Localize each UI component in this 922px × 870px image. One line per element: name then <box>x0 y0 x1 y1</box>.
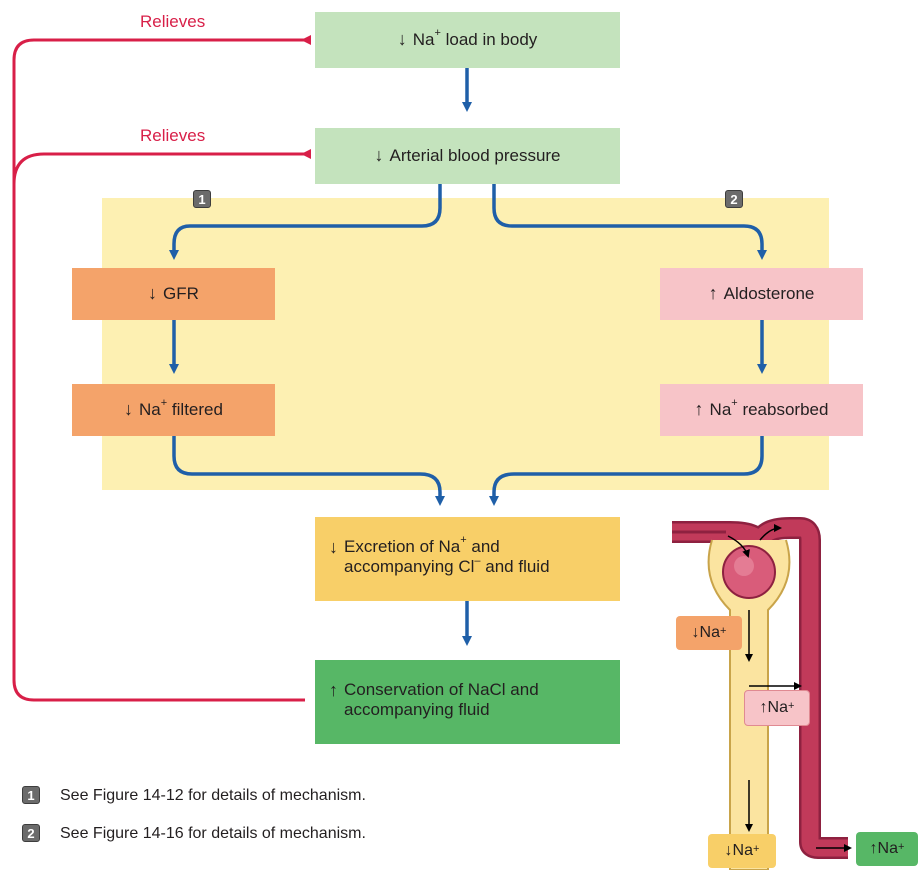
relieves-loop-inner <box>12 149 311 185</box>
na-filtered-box: ↓ Na+ filtered <box>72 384 275 436</box>
arrow-bp-to-gfr <box>169 184 442 260</box>
na-load-box: ↓ Na+ load in body <box>315 12 620 68</box>
arterial-bp-box: ↓ Arterial blood pressure <box>315 128 620 184</box>
nephron-tag-excreted: ↓Na+ <box>708 834 776 868</box>
na-reabsorbed-box: ↑ Na+ reabsorbed <box>660 384 863 436</box>
decrease-arrow-icon: ↓ <box>124 399 134 420</box>
aldosterone-text: Aldosterone <box>723 283 815 303</box>
na-load-text: Na+ load in body <box>412 27 538 49</box>
decrease-arrow-icon: ↓ <box>397 29 407 50</box>
na-reabsorbed-text: Na+ reabsorbed <box>709 397 829 419</box>
arterial-bp-text: Arterial blood pressure <box>389 145 561 165</box>
increase-arrow-icon: ↑ <box>708 283 718 304</box>
relieves-label-top: Relieves <box>140 12 206 31</box>
decrease-arrow-icon: ↓ <box>329 537 338 557</box>
excretion-text: Excretion of Na+ and accompanying Cl– an… <box>344 534 550 577</box>
aldosterone-box: ↑ Aldosterone <box>660 268 863 320</box>
footnote-1: See Figure 14-12 for details of mechanis… <box>60 787 366 804</box>
decrease-arrow-icon: ↓ <box>148 283 158 304</box>
nephron-tag-blood: ↑Na+ <box>856 832 918 866</box>
nephron-tag-reabsorbed: ↑Na+ <box>744 690 810 726</box>
mechanism-badge-1: 1 <box>193 190 211 208</box>
relieves-label-bottom: Relieves <box>140 126 206 145</box>
increase-arrow-icon: ↑ <box>694 399 704 420</box>
na-filtered-text: Na+ filtered <box>139 397 223 419</box>
gfr-text: GFR <box>163 283 199 303</box>
footnote-badge-1: 1 <box>22 786 40 804</box>
nephron-tag-filtered: ↓Na+ <box>676 616 742 650</box>
arrow-bp-to-aldosterone <box>492 184 767 260</box>
mechanism-panel <box>102 198 829 490</box>
arrow-reabsorbed-to-excretion <box>489 436 764 506</box>
increase-arrow-icon: ↑ <box>329 680 338 700</box>
footnote-2: See Figure 14-16 for details of mechanis… <box>60 825 366 842</box>
decrease-arrow-icon: ↓ <box>374 145 384 166</box>
relieves-loop-outer <box>12 35 311 702</box>
mechanism-badge-2: 2 <box>725 190 743 208</box>
footnote-badge-2: 2 <box>22 824 40 842</box>
conservation-box: ↑ Conservation of NaCl and accompanying … <box>315 660 620 744</box>
excretion-box: ↓ Excretion of Na+ and accompanying Cl– … <box>315 517 620 601</box>
arrow-filtered-to-excretion <box>172 436 445 506</box>
conservation-text: Conservation of NaCl and accompanying fl… <box>344 680 539 720</box>
gfr-box: ↓ GFR <box>72 268 275 320</box>
